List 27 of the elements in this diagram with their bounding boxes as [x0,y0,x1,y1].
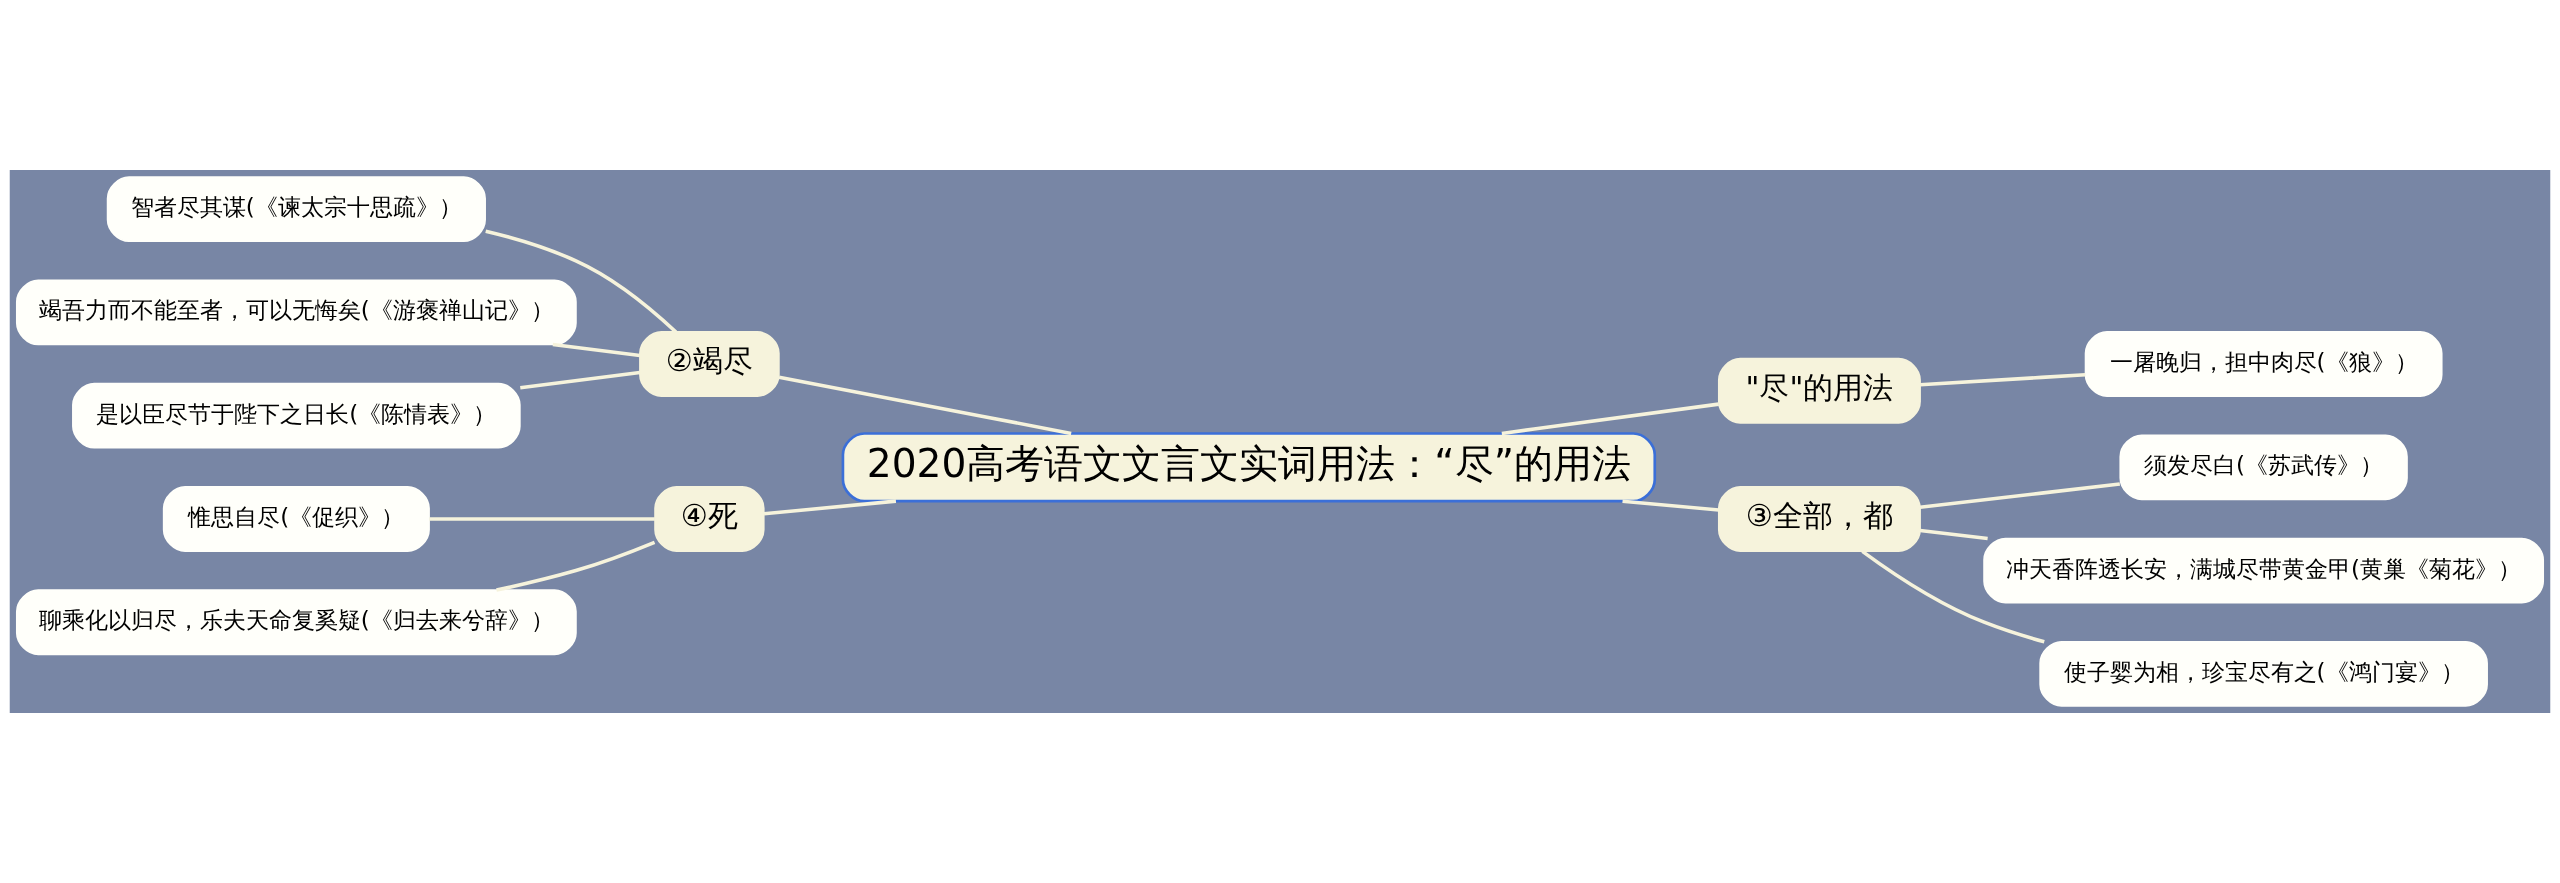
node-box: 须发尽白(《苏武传》） [2119,434,2408,501]
connector [778,375,1072,436]
connector [552,342,641,358]
node-box: 竭吾力而不能至者，可以无悔矣(《游褒禅山记》） [15,279,577,346]
node-box: 聊乘化以归尽，乐夫天命复奚疑(《归去来兮辞》） [15,589,577,656]
connector [1919,482,2121,510]
node-box: ③全部，都 [1717,486,1921,552]
connector [520,370,641,390]
node-box: 是以臣尽节于陛下之日长(《陈情表》） [72,382,521,449]
node-box: 使子婴为相，珍宝尽有之(《鸿门宴》） [2039,640,2488,707]
connector [485,229,678,334]
connector [1861,549,2045,644]
node-box: ②竭尽 [639,331,780,397]
node-box: 智者尽其谋(《谏太宗十思疏》） [106,176,486,243]
connector [763,499,897,516]
connector [496,540,656,592]
connector [429,517,655,521]
node-box: 冲天香阵透长安，满城尽带黄金甲(黄巢《菊花》） [1983,537,2545,604]
node-box: ④死 [654,486,765,552]
connector [1919,528,1988,541]
connector [1501,402,1719,436]
node-box: 惟思自尽(《促织》） [162,486,430,552]
connector [1920,373,2086,387]
connector [1622,499,1719,512]
node-box: "尽"的用法 [1717,357,1921,424]
node-box: 一屠晚归，担中肉尽(《狼》） [2084,331,2443,397]
node-box: 2020高考语文文言文实词用法：“尽”的用法 [841,432,1657,503]
